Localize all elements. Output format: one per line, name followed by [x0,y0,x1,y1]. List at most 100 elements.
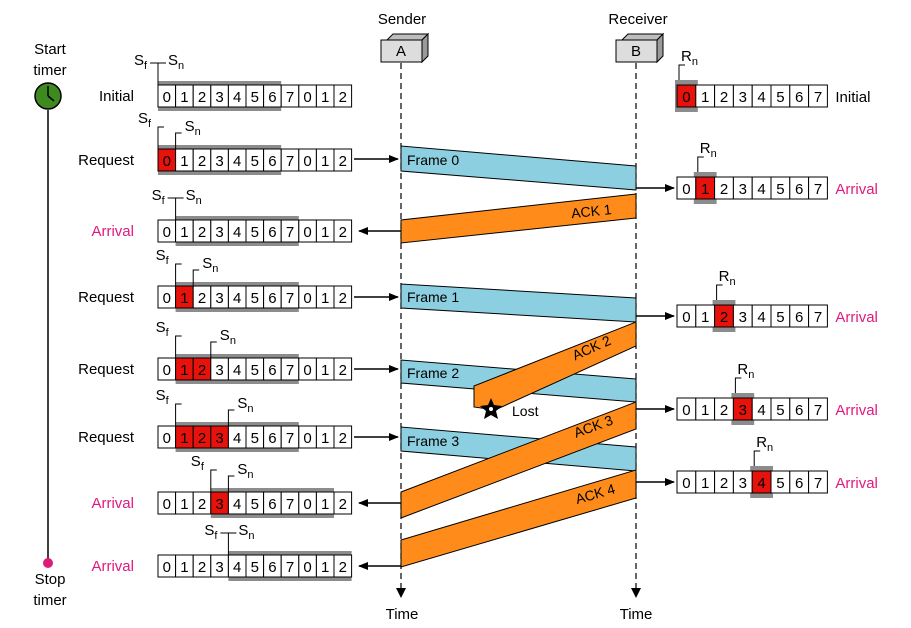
sender-cell-number: 1 [180,290,188,307]
receiver-row-label: Arrival [835,309,878,326]
sender-cell-number: 1 [321,559,329,576]
start-timer-label-2: timer [33,62,66,79]
sn-pointer-label: Sn [237,395,253,415]
sender-cell-number: 2 [339,290,347,307]
frame-1-label: Frame 1 [407,289,459,305]
sender-cell-number: 2 [198,496,206,513]
sender-time-label: Time [386,606,419,623]
receiver-box: B [615,32,665,64]
receiver-cell-number: 5 [776,89,784,106]
sender-cell-number: 4 [233,559,241,576]
receiver-cell-number: 7 [814,402,822,419]
sender-cell-number: 1 [321,224,329,241]
sender-box-label: A [396,43,406,60]
sn-pointer-label: Sn [185,118,201,138]
sender-cell-number: 7 [286,430,294,447]
sender-row-label: Initial [99,88,134,105]
sender-cell-number: 3 [215,89,223,106]
rn-pointer-line [753,450,761,466]
sender-cell-number: 3 [215,559,223,576]
sender-cell-number: 1 [180,89,188,106]
sf-pointer-line [150,62,159,85]
sender-cell-number: 6 [268,430,276,447]
start-timer-label-1: Start [34,41,67,58]
frame-2-label: Frame 2 [407,365,459,381]
sn-pointer-label-subscript: n [247,403,253,415]
receiver-cell-number: 1 [701,89,709,106]
sender-cell-number: 1 [321,362,329,379]
rn-pointer-label-subscript: n [692,56,698,68]
receiver-cell [808,84,828,108]
sn-pointer-line [227,475,235,492]
sender-cell-number: 2 [198,559,206,576]
receiver-cell-number: 2 [720,89,728,106]
sender-cell-number: 0 [163,559,171,576]
receiver-cell-number: 1 [701,181,709,198]
receiver-cell-number: 6 [795,309,803,326]
receiver-cell-number: 6 [795,181,803,198]
sender-cell-number: 5 [251,559,259,576]
sf-pointer-label: Sf [138,110,152,130]
sn-pointer-label-subscript: n [178,60,184,72]
lost-marker: Lost [480,398,539,419]
sender-cell-number: 0 [303,290,311,307]
sn-pointer-line [210,341,217,358]
receiver-cell-number: 3 [739,181,747,198]
sender-cell-number: 7 [286,224,294,241]
start-timer-icon [34,82,62,110]
sender-cell-number: 1 [180,430,188,447]
sn-pointer-line [227,409,235,426]
sender-cell-number: 0 [163,89,171,106]
sender-cell-number: 0 [163,290,171,307]
sender-row-label: Request [78,152,135,169]
sender-cell-number: 5 [251,496,259,513]
sf-pointer-line [175,263,182,286]
sender-cell-number: 7 [286,89,294,106]
sender-cell-number: 1 [180,224,188,241]
sender-cell-number: 7 [286,496,294,513]
sf-pointer-label: Sf [156,387,170,407]
sender-cell-number: 4 [233,362,241,379]
ack-1-label: ACK 1 [570,201,612,221]
sender-cell-number: 6 [268,559,276,576]
sender-cell-number: 0 [303,496,311,513]
sn-pointer-label: Sn [237,461,253,481]
sn-pointer-label: Sn [202,255,218,275]
sender-cell-number: 5 [251,224,259,241]
sender-cell-number: 0 [303,224,311,241]
sender-cell-number: 6 [268,153,276,170]
sender-cell-number: 2 [198,290,206,307]
sender-row-label: Request [78,289,135,306]
sender-cell [333,219,353,243]
frame-0-band: Frame 0 [400,145,637,191]
rn-pointer-label-subscript: n [711,148,717,160]
sender-cell-number: 0 [303,89,311,106]
sender-cell-number: 2 [198,89,206,106]
sf-pointer-label-subscript: f [162,195,166,207]
frame-1-band: Frame 1 [400,283,637,323]
sender-cell-number: 1 [321,290,329,307]
sf-pointer-label: Sf [191,453,205,473]
receiver-cell-number: 3 [739,475,747,492]
sender-cell-number: 5 [251,89,259,106]
rn-pointer-label-subscript: n [767,442,773,454]
sf-pointer-label: Sf [204,522,218,542]
receiver-row-label: Arrival [835,475,878,492]
sf-pointer-label-subscript: f [201,461,205,473]
receiver-cell-number: 0 [682,181,690,198]
sender-cell-number: 7 [286,362,294,379]
sender-cell-number: 7 [286,290,294,307]
sn-pointer-line [192,269,200,286]
sender-cell-number: 2 [339,559,347,576]
frame-3-label: Frame 3 [407,433,459,449]
sn-pointer-label: Sn [220,327,236,347]
sender-cell-number: 1 [321,89,329,106]
receiver-cell-number: 2 [720,475,728,492]
